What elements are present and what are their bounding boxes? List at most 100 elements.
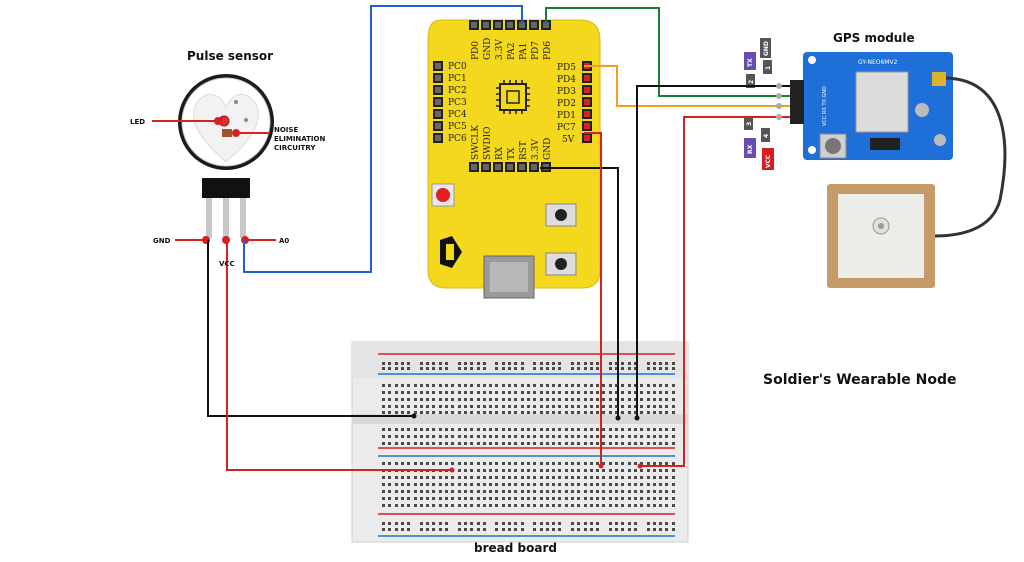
pin-label: PC3	[448, 98, 467, 108]
breadboard-hole	[388, 398, 391, 401]
breadboard-hole	[546, 411, 549, 414]
breadboard-hole	[445, 442, 448, 445]
breadboard-hole	[533, 435, 536, 438]
breadboard-hole	[401, 442, 404, 445]
breadboard-hole	[540, 476, 543, 479]
breadboard-hole	[540, 483, 543, 486]
breadboard-hole	[565, 483, 568, 486]
breadboard-hole	[470, 490, 473, 493]
breadboard-hole	[439, 476, 442, 479]
breadboard-hole	[502, 476, 505, 479]
breadboard-hole	[640, 398, 643, 401]
breadboard-hole	[577, 428, 580, 431]
breadboard-hole	[628, 442, 631, 445]
breadboard-hole	[477, 497, 480, 500]
breadboard-hole	[477, 522, 480, 525]
breadboard-hole	[395, 522, 398, 525]
breadboard-hole	[514, 490, 517, 493]
breadboard-hole	[388, 528, 391, 531]
breadboard-hole	[495, 405, 498, 408]
breadboard-hole	[640, 504, 643, 507]
breadboard-hole	[527, 469, 530, 472]
breadboard-hole	[565, 490, 568, 493]
breadboard-hole	[382, 504, 385, 507]
breadboard-hole	[615, 528, 618, 531]
breadboard-hole	[533, 428, 536, 431]
breadboard-hole	[584, 411, 587, 414]
breadboard-hole	[546, 442, 549, 445]
header-pin	[584, 87, 590, 93]
breadboard-hole	[521, 504, 524, 507]
breadboard-hole	[552, 497, 555, 500]
breadboard-hole	[634, 490, 637, 493]
breadboard-hole	[665, 497, 668, 500]
breadboard-hole	[552, 367, 555, 370]
breadboard-hole	[502, 469, 505, 472]
breadboard-hole	[628, 411, 631, 414]
breadboard-hole	[609, 367, 612, 370]
breadboard-hole	[540, 497, 543, 500]
breadboard-hole	[552, 522, 555, 525]
breadboard-hole	[602, 476, 605, 479]
breadboard-hole	[420, 435, 423, 438]
bottom-header	[469, 162, 551, 172]
breadboard-hole	[432, 442, 435, 445]
breadboard-hole	[659, 405, 662, 408]
breadboard-hole	[640, 442, 643, 445]
breadboard-hole	[439, 442, 442, 445]
pin-label: PC4	[448, 110, 467, 120]
breadboard-hole	[407, 522, 410, 525]
breadboard-hole	[458, 469, 461, 472]
breadboard-hole	[451, 435, 454, 438]
node-title: Soldier's Wearable Node	[763, 372, 957, 388]
pin-label: PC0	[448, 62, 467, 72]
breadboard-hole	[628, 367, 631, 370]
breadboard-hole	[521, 367, 524, 370]
breadboard-hole	[609, 435, 612, 438]
breadboard-hole	[458, 462, 461, 465]
breadboard-hole	[558, 476, 561, 479]
breadboard-hole	[495, 504, 498, 507]
breadboard-hole	[628, 435, 631, 438]
breadboard-hole	[495, 398, 498, 401]
breadboard-hole	[388, 367, 391, 370]
breadboard-hole	[464, 476, 467, 479]
led-label: LED	[130, 118, 145, 126]
breadboard-hole	[521, 384, 524, 387]
breadboard-hole	[401, 476, 404, 479]
breadboard-hole	[495, 411, 498, 414]
breadboard-hole	[577, 411, 580, 414]
breadboard-hole	[470, 442, 473, 445]
breadboard-hole	[495, 462, 498, 465]
breadboard-hole	[458, 483, 461, 486]
breadboard-hole	[540, 384, 543, 387]
breadboard-hole	[584, 442, 587, 445]
breadboard-hole	[653, 490, 656, 493]
breadboard-hole	[571, 384, 574, 387]
wire-5v	[584, 132, 602, 466]
gps-board-label: GY-NEO6MV2	[858, 59, 898, 66]
breadboard-hole	[470, 522, 473, 525]
breadboard-hole	[439, 398, 442, 401]
breadboard-hole	[382, 497, 385, 500]
breadboard-hole	[634, 442, 637, 445]
breadboard-hole	[540, 469, 543, 472]
breadboard-hole	[577, 367, 580, 370]
top-header	[469, 20, 551, 30]
breadboard-hole	[596, 398, 599, 401]
breadboard-hole	[647, 469, 650, 472]
breadboard-hole	[672, 497, 675, 500]
breadboard-hole	[602, 391, 605, 394]
breadboard-hole	[571, 469, 574, 472]
breadboard-hole	[558, 497, 561, 500]
breadboard-hole	[540, 522, 543, 525]
breadboard-hole	[602, 428, 605, 431]
breadboard-hole	[483, 428, 486, 431]
header-pin	[435, 87, 441, 93]
breadboard-hole	[477, 462, 480, 465]
push-button-icon	[545, 203, 577, 227]
breadboard-hole	[401, 435, 404, 438]
breadboard-hole	[672, 384, 675, 387]
breadboard-hole	[458, 391, 461, 394]
breadboard-hole	[640, 405, 643, 408]
